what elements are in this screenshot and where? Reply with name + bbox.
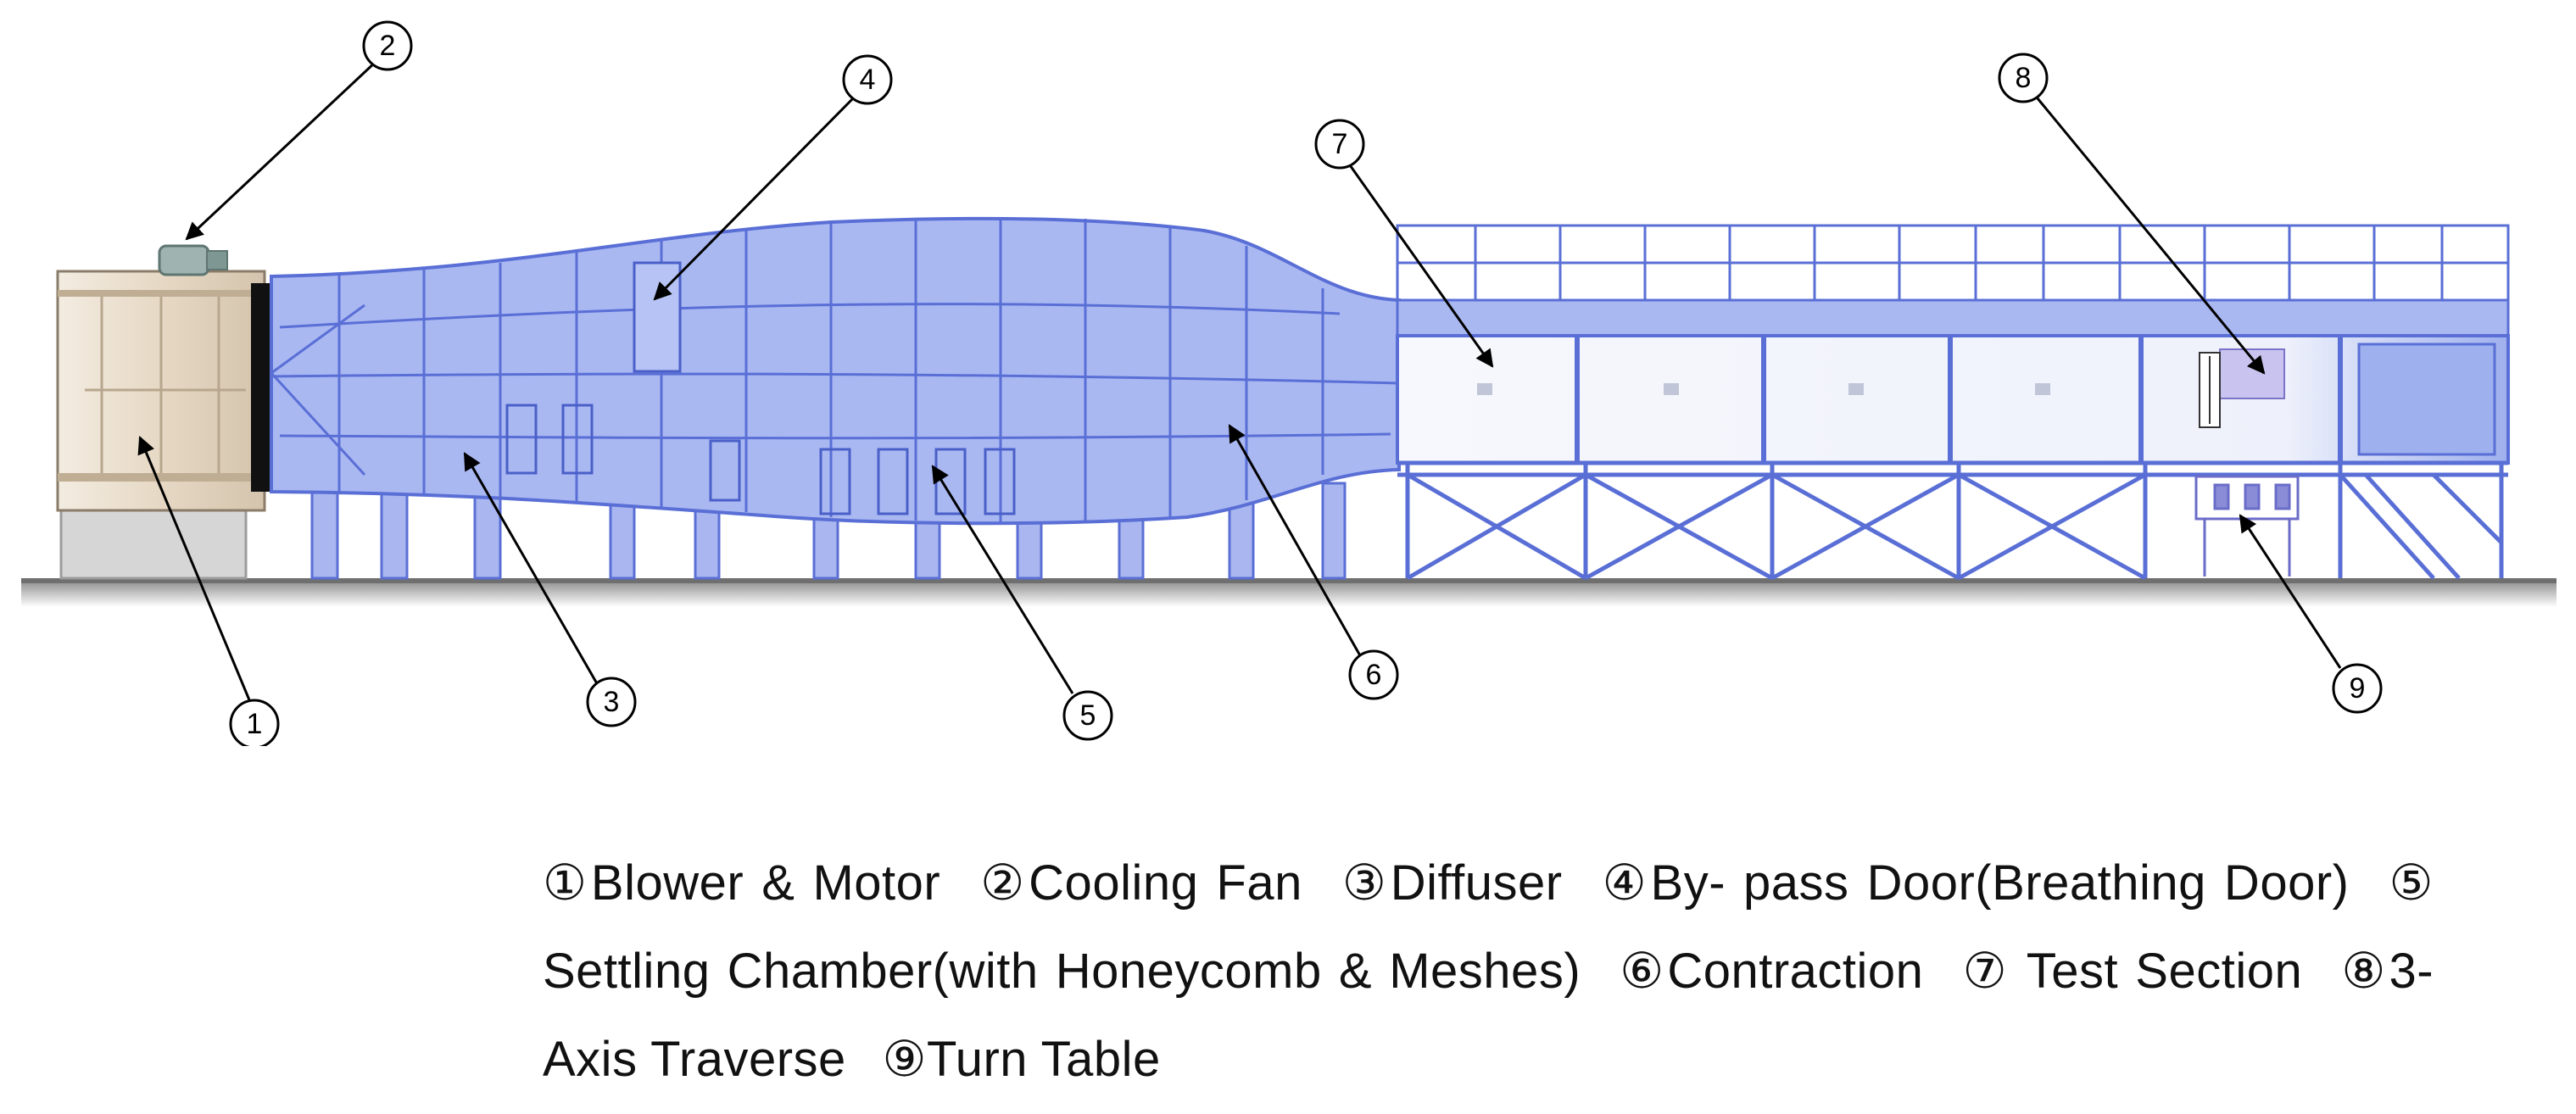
callout-number: 9 xyxy=(2350,672,2366,705)
callout-number: 6 xyxy=(1366,659,1382,691)
callout-1: 1 xyxy=(229,699,280,746)
callout-number: 5 xyxy=(1080,699,1096,732)
legend-item-5: ⑤ Settling Chamber(with Honeycomb & Mesh… xyxy=(543,855,2434,999)
callout-3: 3 xyxy=(586,677,637,727)
legend-marker: ⑥ xyxy=(1620,944,1668,999)
legend-text: Blower & Motor xyxy=(590,855,941,911)
legend-item-7: ⑦ Test Section xyxy=(1963,944,2303,999)
legend-marker: ④ xyxy=(1602,855,1651,911)
turn-table xyxy=(2194,475,2300,576)
cooling-fan xyxy=(158,244,228,276)
legend-text: Diffuser xyxy=(1390,855,1563,911)
callout-6: 6 xyxy=(1348,649,1399,700)
callout-number: 2 xyxy=(380,30,396,62)
legend-item-2: ②Cooling Fan xyxy=(980,855,1302,911)
legend-item-3: ③Diffuser xyxy=(1342,855,1563,911)
callout-number: 8 xyxy=(2016,62,2032,94)
legend-marker: ① xyxy=(543,855,591,911)
callout-number: 4 xyxy=(860,64,876,96)
legend-text: Cooling Fan xyxy=(1029,855,1302,911)
wind-tunnel-diagram: 1 2 3 4 5 6 7 8 9 xyxy=(21,20,2556,746)
legend-item-9: ⑨Turn Table xyxy=(882,1032,1160,1087)
callout-8: 8 xyxy=(1998,53,2049,103)
ground xyxy=(21,578,2556,607)
blower-motor xyxy=(56,270,271,512)
test-section xyxy=(1396,298,2510,465)
legend-caption: ①Blower & Motor ②Cooling Fan ③Diffuser ④… xyxy=(543,839,2434,1104)
callout-5: 5 xyxy=(1062,690,1113,741)
legend-item-6: ⑥Contraction xyxy=(1620,944,1923,999)
callout-9: 9 xyxy=(2332,663,2383,714)
callout-4: 4 xyxy=(842,54,893,105)
legend-item-4: ④By- pass Door(Breathing Door) xyxy=(1603,855,2350,911)
legend-text: Contraction xyxy=(1667,944,1924,999)
main-duct xyxy=(270,216,1401,526)
test-section-supports xyxy=(1397,460,2508,581)
legend-text: Settling Chamber(with Honeycomb & Meshes… xyxy=(543,944,1581,999)
legend-marker: ⑧ xyxy=(2341,944,2389,999)
legend-text: 3- Axis Traverse xyxy=(543,944,2434,1087)
legend-marker: ⑨ xyxy=(882,1032,927,1087)
legend-marker: ② xyxy=(980,855,1029,911)
callout-number: 3 xyxy=(604,686,620,718)
legend-marker: ⑦ xyxy=(1962,944,2010,999)
callout-2: 2 xyxy=(362,20,413,71)
legend-marker: ③ xyxy=(1341,855,1391,911)
callout-number: 1 xyxy=(247,708,263,740)
legend-text: Test Section xyxy=(2010,944,2303,999)
legend-item-1: ①Blower & Motor xyxy=(543,855,940,911)
legend-text: By- pass Door(Breathing Door) xyxy=(1650,855,2350,911)
legend-text: Turn Table xyxy=(926,1032,1161,1087)
legend-item-8: ⑧3- Axis Traverse xyxy=(543,944,2434,1087)
leader-lines xyxy=(137,60,2342,713)
upper-railing xyxy=(1396,224,2510,302)
callout-number: 7 xyxy=(1332,128,1348,160)
callout-7: 7 xyxy=(1314,119,1365,170)
blower-base xyxy=(59,507,248,580)
legend-marker: ⑤ xyxy=(2389,855,2434,911)
